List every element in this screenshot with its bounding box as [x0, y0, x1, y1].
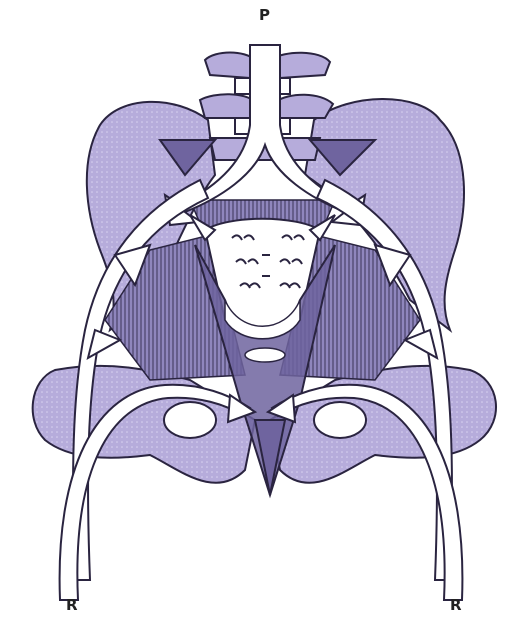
label-p-top: P — [259, 8, 270, 23]
left-ischium — [33, 366, 255, 483]
left-obturator-foramen — [164, 402, 216, 438]
label-r-bottom-right: R — [450, 598, 462, 613]
right-obturator-foramen — [314, 402, 366, 438]
label-r-bottom-left: R — [66, 598, 78, 613]
coccyx-segment — [245, 348, 285, 362]
